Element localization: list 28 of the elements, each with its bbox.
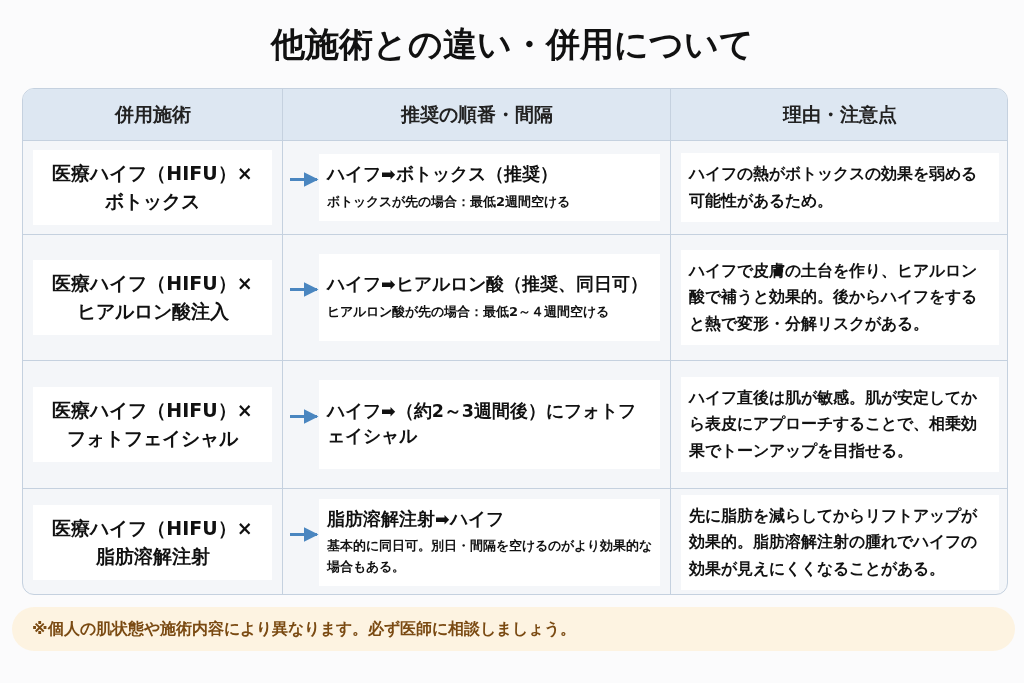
- order-cell: [319, 499, 660, 586]
- order-cell: [319, 380, 660, 469]
- arrow: [290, 172, 319, 187]
- cell-text: ハイフ➡ボトックス（推奨）: [327, 163, 559, 187]
- cell-text: 医療ハイフ（HIFU）×脂肪溶解注射: [51, 515, 254, 569]
- order-cell: [319, 154, 660, 221]
- column-header: 理由・注意点: [671, 89, 1007, 141]
- cell-text: ハイフ➡（約2～3週間後）にフォトフェイシャル: [327, 400, 638, 449]
- column-header: 推奨の順番・間隔: [283, 89, 671, 141]
- footnote-banner: ※個人の肌状態や施術内容により異なります。必ず医師に相談しましょう。: [12, 607, 1015, 651]
- note-text: ヒアルロン酸が先の場合：最低2～４週間空ける: [327, 302, 611, 321]
- cell-text: ハイフ➡ヒアルロン酸（推奨、同日可）: [327, 273, 649, 297]
- cell-text: 先に脂肪を減らしてからリフトアップが効果的。脂肪溶解注射の腫れでハイフの効果が見えにくくなることがある。: [689, 504, 979, 580]
- cell-text: 脂肪溶解注射➡ハイフ: [327, 508, 505, 531]
- cell-text: ハイフ直後は肌が敏感。肌が安定してから表皮にアプローチすることで、相乗効果でトーンアップを目指せる。: [689, 386, 978, 462]
- arrow: [290, 409, 319, 424]
- note-text: ボトックスが先の場合：最低2週間空ける: [327, 192, 572, 211]
- title: 他施術との違い・併用について: [270, 23, 754, 66]
- order-cell: [319, 253, 660, 342]
- arrow: [290, 282, 319, 297]
- cell-text: 医療ハイフ（HIFU）×ボトックス: [51, 160, 254, 214]
- cell-text: 医療ハイフ（HIFU）×フォトフェイシャル: [51, 397, 254, 451]
- cell-text: ハイフで皮膚の土台を作り、ヒアルロン酸で補うと効果的。後からハイフをすると熱で変形・分解リスクがある。: [689, 259, 978, 335]
- cell-text: 医療ハイフ（HIFU）×ヒアルロン酸注入: [51, 270, 254, 324]
- cell-text: ハイフの熱がボトックスの効果を弱める可能性があるため。: [689, 163, 978, 212]
- arrow: [290, 527, 319, 542]
- column-header: 併用施術: [23, 89, 283, 141]
- note-text: 基本的に同日可。別日・間隔を空けるのがより効果的な場合もある。: [327, 537, 652, 577]
